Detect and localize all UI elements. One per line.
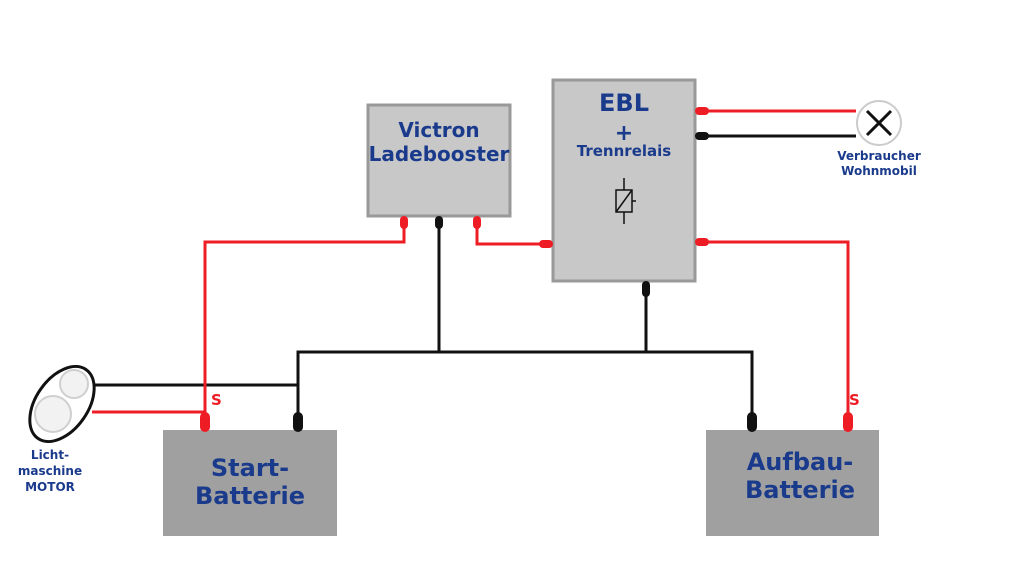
consumer-label-line2: Wohnmobil xyxy=(841,164,917,178)
ebl-subtitle: Trennrelais xyxy=(577,142,671,160)
alternator-label-line1: Licht- xyxy=(31,448,69,462)
victron-ladebooster[interactable]: Victron Ladebooster xyxy=(366,103,512,218)
start-to-victron-wire xyxy=(203,222,406,420)
lamp-icon xyxy=(856,100,902,146)
relay-coil-icon xyxy=(615,178,636,224)
ebl-aux-terminal[interactable] xyxy=(695,238,709,246)
victron-ground-terminal[interactable] xyxy=(435,216,443,229)
victron-to-ebl-wire xyxy=(475,222,546,246)
ebl-trennrelais[interactable]: EBL + Trennrelais xyxy=(551,78,697,283)
start-battery-label-line2: Batterie xyxy=(195,482,305,510)
aux-battery-positive-terminal[interactable] xyxy=(843,412,853,432)
aux-battery-label-line1: Aufbau- xyxy=(747,448,854,476)
alternator[interactable]: Licht- maschine MOTOR xyxy=(17,355,108,494)
alternator-icon xyxy=(28,365,96,443)
alternator-label-line3: MOTOR xyxy=(25,480,75,494)
sense-label-right: S xyxy=(849,391,860,409)
ebl-input-terminal[interactable] xyxy=(539,240,553,248)
start-battery-positive-terminal[interactable] xyxy=(200,412,210,432)
victron-box xyxy=(366,103,512,218)
aux-battery-box xyxy=(706,430,879,536)
ebl-to-aux-wire xyxy=(704,240,850,420)
victron-label-line1: Victron xyxy=(398,118,479,142)
wires xyxy=(92,109,856,420)
ground-bus-wire xyxy=(296,350,754,420)
aux-battery-negative-terminal[interactable] xyxy=(747,412,757,432)
victron-positive-out-terminal[interactable] xyxy=(473,216,481,229)
start-battery-negative-terminal[interactable] xyxy=(293,412,303,432)
victron-label-line2: Ladebooster xyxy=(369,142,510,166)
aux-battery[interactable]: Aufbau- Batterie xyxy=(706,430,879,536)
ebl-consumer-positive-terminal[interactable] xyxy=(695,107,709,115)
start-battery-box xyxy=(163,430,337,536)
start-battery-label-line1: Start- xyxy=(211,454,289,482)
victron-positive-in-terminal[interactable] xyxy=(400,216,408,229)
ebl-consumer-negative-terminal[interactable] xyxy=(695,132,709,140)
alternator-label-line2: maschine xyxy=(18,464,82,478)
consumer-label-line1: Verbraucher xyxy=(837,149,921,163)
ebl-plus: + xyxy=(615,121,633,146)
aux-battery-label-line2: Batterie xyxy=(745,476,855,504)
ebl-title: EBL xyxy=(599,89,649,117)
consumer-lamp[interactable]: Verbraucher Wohnmobil xyxy=(837,100,921,178)
start-battery[interactable]: Start- Batterie xyxy=(163,430,337,536)
ebl-ground-terminal[interactable] xyxy=(642,281,650,297)
sense-label-left: S xyxy=(211,391,222,409)
terminals xyxy=(200,107,853,432)
